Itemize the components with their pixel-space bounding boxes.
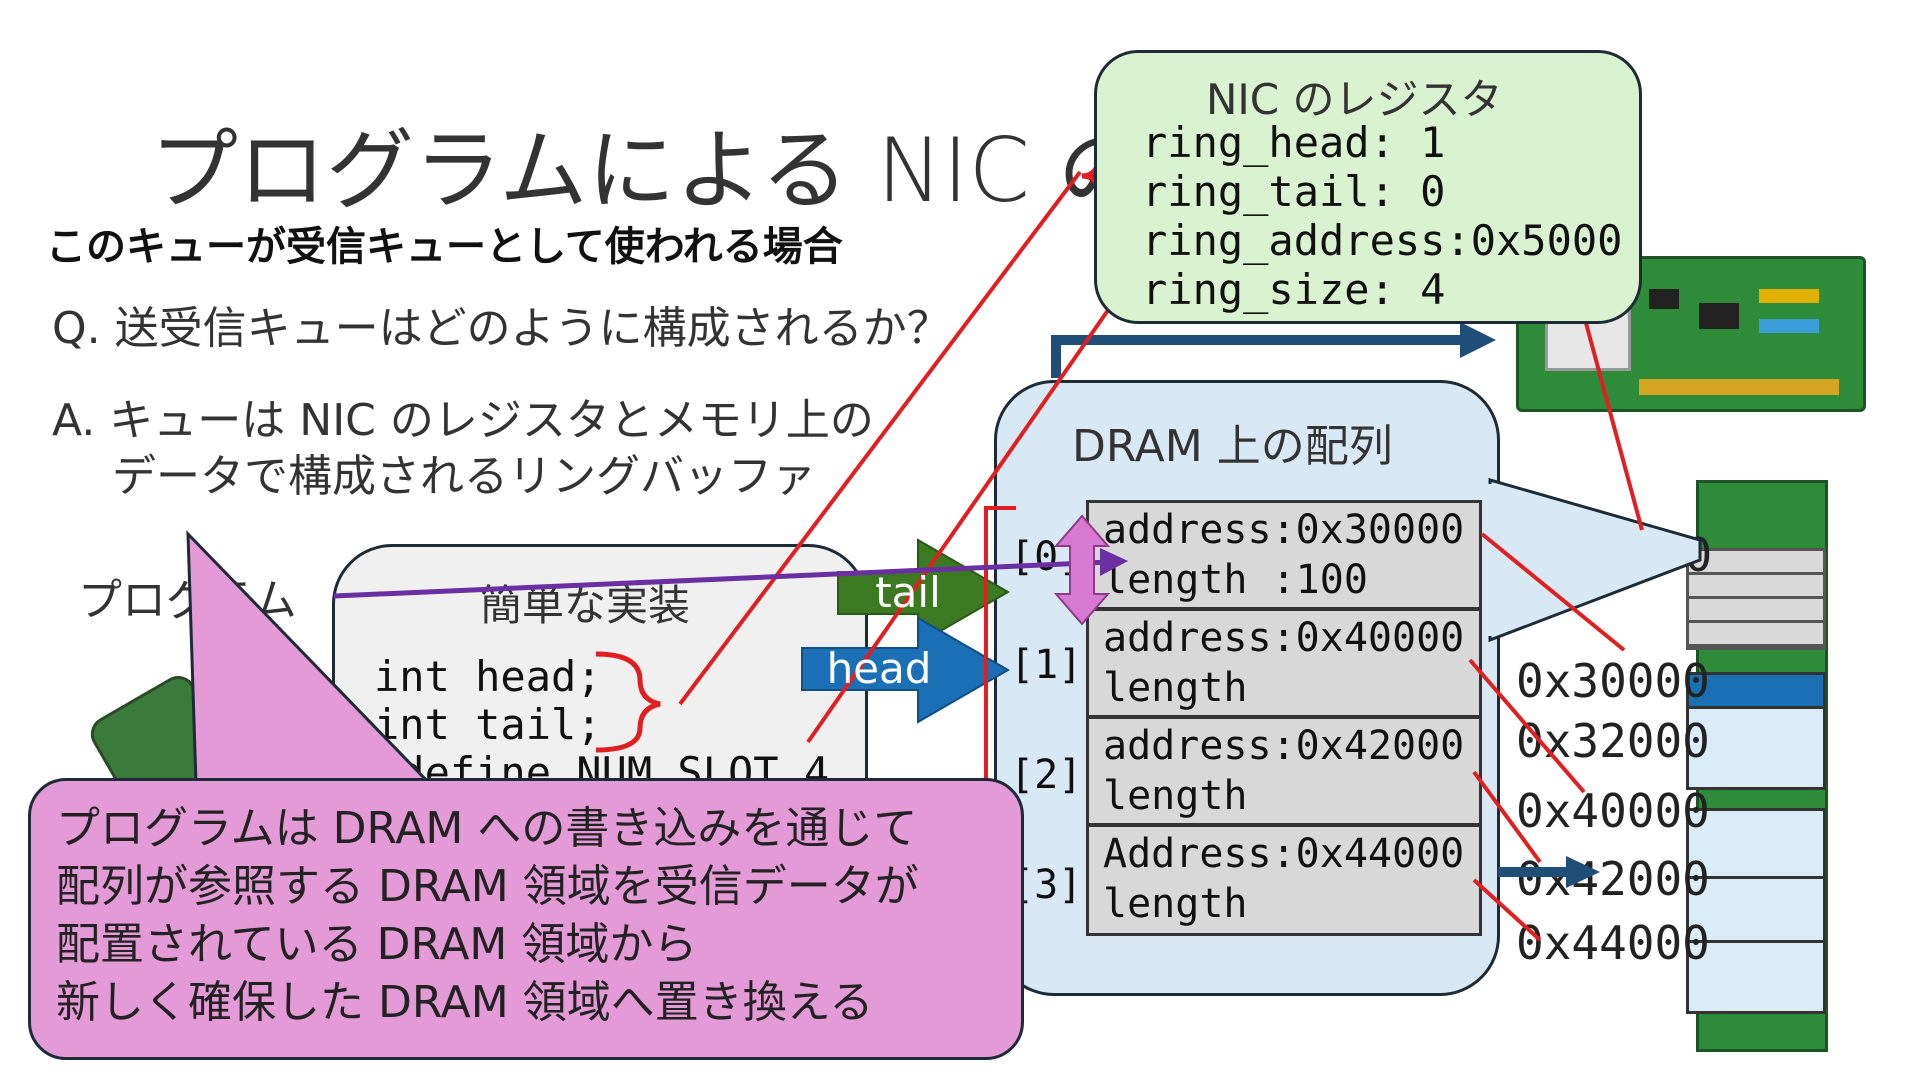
addr-0x30000: 0x30000 (1516, 654, 1710, 708)
slot-0: address:0x30000 length :100 (1086, 500, 1482, 610)
callout-line-4: 新しく確保した DRAM 領域へ置き換える (56, 977, 874, 1028)
callout-line-1: プログラムは DRAM への書き込みを通じて (56, 803, 918, 854)
nic-register-lines: ring_head: 1 ring_tail: 0 ring_address:0… (1142, 118, 1622, 314)
slot-1-index: [1] (1010, 642, 1083, 688)
addr-0x44000: 0x44000 (1516, 916, 1710, 970)
callout-line-2: 配列が参照する DRAM 領域を受信データが (56, 861, 919, 912)
tail-pointer-arrow (837, 538, 1010, 646)
code-line-head: int head; (374, 652, 602, 701)
slot-2-address: address:0x42000 (1103, 723, 1465, 769)
nic-register-title: NIC のレジスタ (1206, 75, 1503, 124)
register-ring-tail: ring_tail: 0 (1142, 167, 1446, 216)
callout-tail (186, 530, 434, 786)
memory-region-ring (1686, 548, 1826, 650)
answer-line-1: A. キューは NIC のレジスタとメモリ上の (52, 395, 874, 446)
slot-3: Address:0x44000 length (1086, 824, 1482, 936)
dram-bubble-tail (1488, 478, 1702, 643)
slot-0-length: length :100 (1103, 557, 1368, 603)
nic-register-box (1094, 50, 1642, 324)
slot-1-length: length (1103, 665, 1248, 711)
program-write-line (333, 559, 1111, 599)
dram-array-title: DRAM 上の配列 (1072, 421, 1393, 472)
memory-region-0x32000 (1686, 706, 1826, 790)
subtitle: このキューが受信キューとして使われる場合 (46, 224, 843, 270)
dram-to-nic-arrow (1051, 335, 1470, 378)
slot1-to-memory-line (1468, 658, 1586, 794)
dram-bubble-tail-cover (1486, 484, 1496, 636)
callout-line-3: 配置されている DRAM 領域から (56, 919, 698, 970)
slot-1-address: address:0x40000 (1103, 615, 1465, 661)
slot-3-address: Address:0x44000 (1103, 831, 1465, 877)
dram-to-memory-arrowhead (1566, 856, 1600, 888)
code-bracket (595, 651, 661, 753)
page-title: プログラムによる NIC の (150, 119, 1146, 222)
addr-0x32000: 0x32000 (1516, 714, 1710, 768)
head-pointer-arrow (801, 616, 1010, 724)
addr-0x42000: 0x42000 (1516, 852, 1710, 906)
register-ring-head: ring_head: 1 (1142, 118, 1446, 167)
addr-0x40000: 0x40000 (1516, 784, 1710, 838)
callout-box (28, 778, 1024, 1060)
callout-text: プログラムは DRAM への書き込みを通じて 配列が参照する DRAM 領域を受… (56, 800, 919, 1032)
slot3-to-memory-line (1472, 878, 1542, 942)
slot-3-length: length (1103, 881, 1248, 927)
program-write-arrowhead (1100, 548, 1128, 576)
tail-label: tail (875, 568, 941, 617)
code-to-register-line (678, 170, 1082, 706)
slot2-to-memory-line (1472, 770, 1542, 864)
dram-to-nic-arrowhead (1460, 322, 1496, 358)
register-ring-size: ring_size: 4 (1142, 265, 1446, 314)
memory-region-0x44000 (1686, 940, 1826, 1014)
double-arrow-icon (1053, 514, 1111, 626)
question-text: Q. 送受信キューはどのように構成されるか？ (52, 303, 951, 354)
slot-2-length: length (1103, 773, 1248, 819)
slot-2-index: [2] (1010, 752, 1083, 798)
slot-1: address:0x40000 length (1086, 608, 1482, 718)
answer-line-2: データで構成されるリングバッファ (112, 451, 816, 502)
ring-size-to-code-line (806, 288, 1124, 744)
register-ring-address: ring_address:0x5000 (1142, 216, 1623, 265)
slot-0-address: address:0x30000 (1103, 507, 1465, 553)
head-label: head (826, 644, 932, 693)
slot0-to-memory-line (1480, 532, 1626, 652)
memory-region-0x40000 (1686, 808, 1826, 882)
slot-2: address:0x42000 length (1086, 716, 1482, 826)
